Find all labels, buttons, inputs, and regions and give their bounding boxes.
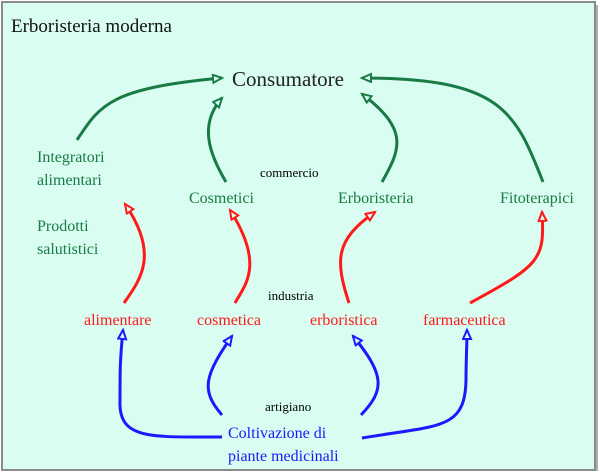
edge-coltivazione-alimentare (120, 330, 223, 439)
tier-label-industria: industria (268, 288, 314, 303)
edge-alimentare-prodotti (122, 204, 146, 304)
edge-coltivazione-erboristica (353, 336, 380, 417)
node-coltivazione-line2: piante medicinali (228, 448, 339, 465)
edge-integratori-consumatore (75, 78, 222, 141)
edge-coltivazione-farmaceutica (361, 330, 467, 440)
node-erboristica: erboristica (310, 312, 378, 329)
node-integratori-line2: alimentari (37, 172, 102, 189)
node-prodotti-line2: salutistici (37, 241, 99, 258)
edge-coltivazione-cosmetica (206, 336, 232, 416)
node-erboristeria: Erboristeria (338, 190, 414, 207)
node-prodotti-line1: Prodotti (37, 218, 89, 235)
node-fitoterapici: Fitoterapici (500, 190, 574, 207)
edge-erboristeria-consumatore (362, 94, 399, 183)
node-consumatore: Consumatore (232, 67, 344, 91)
node-cosmetici: Cosmetici (189, 190, 254, 207)
node-alimentare: alimentare (84, 312, 152, 329)
edge-cosmetici-consumatore (206, 98, 228, 183)
diagram-title: Erboristeria moderna (11, 16, 172, 37)
edge-farmaceutica-fitoterapici (469, 212, 543, 305)
tier-label-artigiano: artigiano (265, 399, 312, 414)
edge-fitoterapici-consumatore (362, 78, 545, 183)
node-integratori-line1: Integratori (37, 149, 105, 166)
tier-label-commercio: commercio (260, 165, 319, 180)
node-coltivazione-line1: Coltivazione di (228, 425, 327, 442)
node-cosmetica: cosmetica (197, 312, 261, 329)
edge-erboristica-erboristeria (339, 212, 375, 304)
node-farmaceutica: farmaceutica (423, 312, 506, 329)
edge-cosmetica-cosmetici (230, 210, 252, 304)
